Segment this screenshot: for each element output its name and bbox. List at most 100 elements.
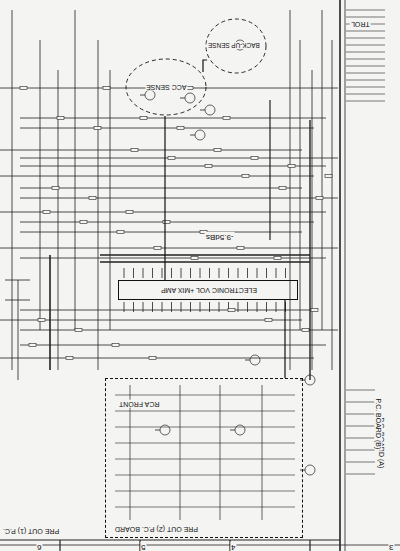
- wire: [309, 120, 310, 380]
- wire: [346, 426, 375, 427]
- resistor-symbol: [325, 175, 332, 178]
- wire: [115, 427, 295, 428]
- transistor-symbol: [205, 105, 215, 115]
- wire: [346, 474, 375, 475]
- wire: [345, 0, 346, 551]
- wire: [209, 268, 210, 278]
- wire: [346, 462, 375, 463]
- resistor-symbol: [288, 165, 295, 168]
- transistor-symbol: [145, 90, 155, 100]
- wire: [219, 268, 220, 278]
- signal-wire: [164, 116, 165, 280]
- wire: [143, 268, 144, 278]
- wire: [238, 302, 239, 312]
- resistor-symbol: [168, 157, 175, 160]
- pcb-region: P.C. BOARD (A): [348, 382, 398, 546]
- resistor-symbol: [302, 329, 309, 332]
- wire: [257, 268, 258, 278]
- wire: [181, 302, 182, 312]
- resistor-symbol: [20, 87, 27, 90]
- signal-wire: [203, 60, 207, 72]
- wire: [180, 98, 185, 99]
- wire: [247, 302, 248, 312]
- resistor-symbol: [205, 165, 212, 168]
- resistor-symbol: [126, 211, 133, 214]
- wire: [346, 10, 385, 11]
- wire: [115, 475, 295, 476]
- transistor-symbol: [235, 425, 245, 435]
- wire: [346, 438, 375, 439]
- wire: [219, 302, 220, 312]
- wire: [0, 176, 314, 177]
- wire: [152, 302, 153, 312]
- wire: [115, 507, 295, 508]
- wire: [346, 414, 375, 415]
- wire: [220, 385, 221, 520]
- wire: [322, 10, 323, 330]
- wire: [143, 302, 144, 312]
- wire: [40, 40, 41, 330]
- resistor-symbol: [112, 344, 119, 347]
- grid-number: 6: [36, 542, 42, 551]
- node-label: PRE OUT (2) P.C. BOARD: [114, 525, 199, 533]
- wire: [180, 385, 181, 520]
- wire: [346, 101, 385, 102]
- wire: [262, 385, 263, 520]
- wire: [59, 540, 60, 551]
- resistor-symbol: [38, 319, 45, 322]
- resistor-symbol: [214, 149, 221, 152]
- wire: [0, 150, 302, 151]
- wire: [339, 0, 341, 551]
- wire: [228, 268, 229, 278]
- wire: [276, 268, 277, 278]
- grid-number: 3: [388, 542, 394, 551]
- wire: [100, 254, 310, 256]
- wire: [200, 110, 205, 111]
- wire: [200, 268, 201, 278]
- resistor-symbol: [279, 187, 286, 190]
- transistor-symbol: [305, 375, 315, 385]
- wire: [58, 70, 59, 370]
- resistor-symbol: [223, 117, 230, 120]
- wire: [245, 360, 250, 361]
- wire: [20, 166, 326, 167]
- transistor-symbol: [185, 93, 195, 103]
- node-label: ELECTRONIC VOL +MIX AMP: [160, 286, 258, 294]
- wire: [0, 320, 302, 321]
- wire: [124, 302, 125, 312]
- resistor-symbol: [191, 257, 198, 260]
- wire: [20, 258, 326, 259]
- wire: [276, 302, 277, 312]
- wire: [346, 87, 385, 88]
- board-label: P.C. BOARD (B): [375, 397, 383, 450]
- wire: [200, 302, 201, 312]
- board-label: TROL: [350, 20, 371, 28]
- wire: [115, 459, 295, 460]
- wire: [346, 45, 385, 46]
- resistor-symbol: [131, 149, 138, 152]
- wire: [346, 17, 385, 18]
- wire: [238, 268, 239, 278]
- wire: [257, 302, 258, 312]
- dashed-outline: [126, 59, 206, 115]
- wire: [20, 188, 302, 189]
- wire: [171, 268, 172, 278]
- wire: [190, 268, 191, 278]
- board-label: -9.5dBs: [205, 232, 235, 241]
- wire: [162, 302, 163, 312]
- resistor-symbol: [311, 309, 318, 312]
- resistor-symbol: [89, 197, 96, 200]
- wire: [124, 268, 125, 278]
- transistor-symbol: [250, 355, 260, 365]
- resistor-symbol: [154, 247, 161, 250]
- wire: [5, 280, 30, 281]
- resistor-symbol: [57, 117, 64, 120]
- wire: [0, 212, 326, 213]
- wire: [12, 10, 13, 370]
- transistor-symbol: [195, 130, 205, 140]
- wire: [346, 52, 385, 53]
- wire: [115, 491, 295, 492]
- resistor-symbol: [140, 117, 147, 120]
- wire: [346, 80, 385, 81]
